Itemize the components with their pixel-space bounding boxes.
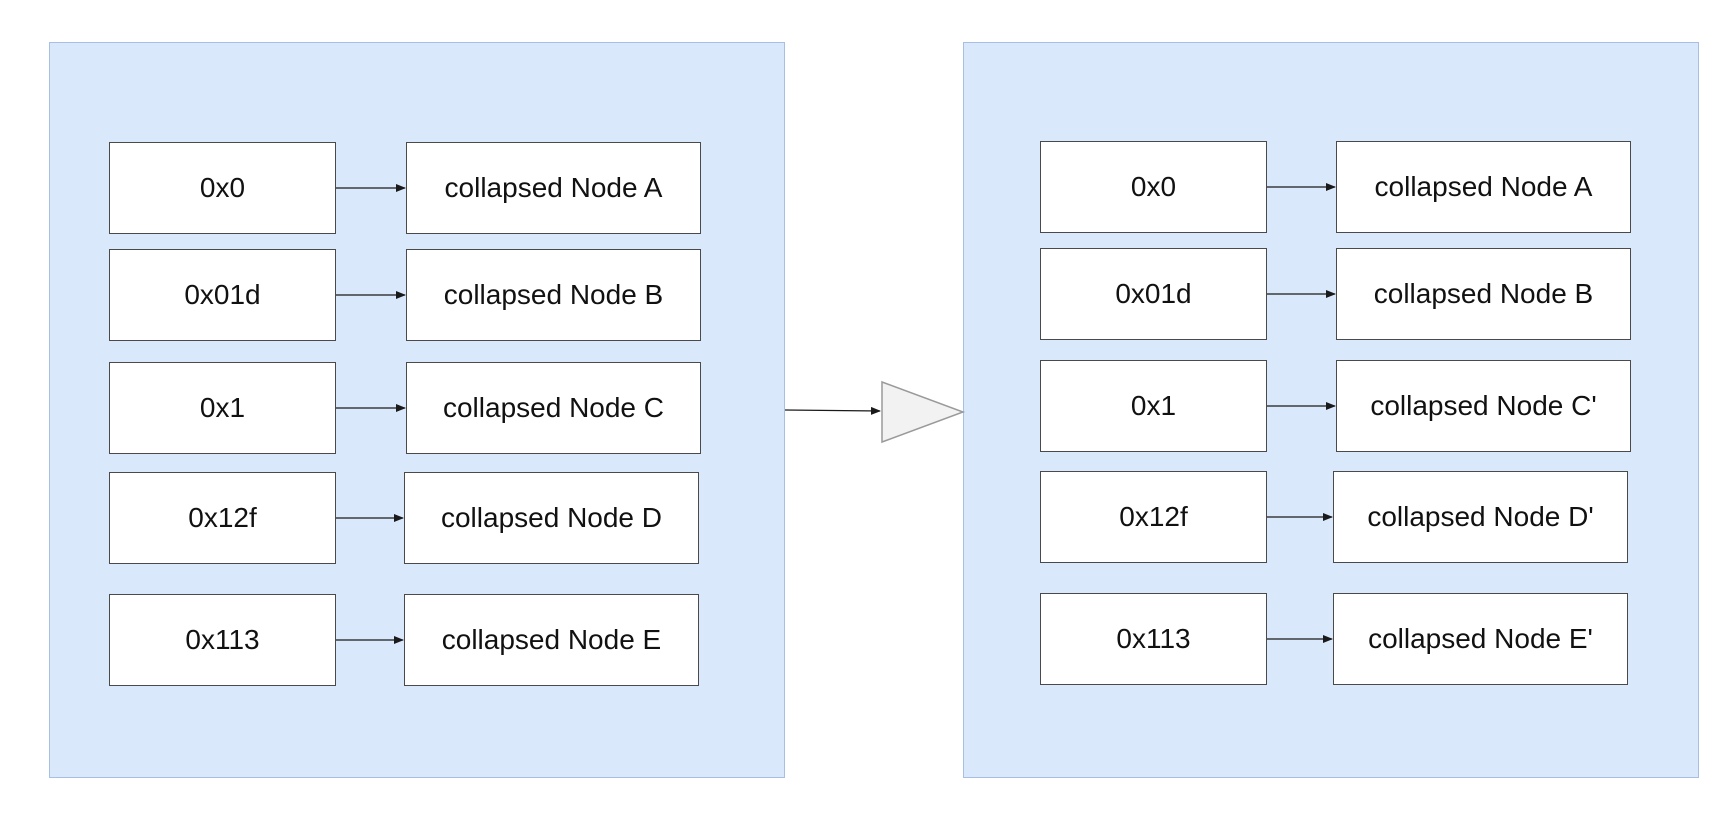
left-node-box-2: collapsed Node C	[406, 362, 701, 454]
right-key-box-2: 0x1	[1040, 360, 1267, 452]
transition-triangle	[881, 380, 966, 444]
left-key-box-4: 0x113	[109, 594, 336, 686]
right-node-box-3: collapsed Node D'	[1333, 471, 1628, 563]
left-key-box-2: 0x1	[109, 362, 336, 454]
left-key-box-0: 0x0	[109, 142, 336, 234]
right-node-box-1: collapsed Node B	[1336, 248, 1631, 340]
left-key-box-3: 0x12f	[109, 472, 336, 564]
right-node-box-2: collapsed Node C'	[1336, 360, 1631, 452]
right-key-box-1: 0x01d	[1040, 248, 1267, 340]
right-key-box-0: 0x0	[1040, 141, 1267, 233]
left-key-box-1: 0x01d	[109, 249, 336, 341]
left-node-box-3: collapsed Node D	[404, 472, 699, 564]
right-key-box-3: 0x12f	[1040, 471, 1267, 563]
left-node-box-0: collapsed Node A	[406, 142, 701, 234]
left-node-box-4: collapsed Node E	[404, 594, 699, 686]
right-node-box-4: collapsed Node E'	[1333, 593, 1628, 685]
transition-arrow-line	[784, 406, 881, 415]
right-node-box-0: collapsed Node A	[1336, 141, 1631, 233]
left-node-box-1: collapsed Node B	[406, 249, 701, 341]
right-key-box-4: 0x113	[1040, 593, 1267, 685]
